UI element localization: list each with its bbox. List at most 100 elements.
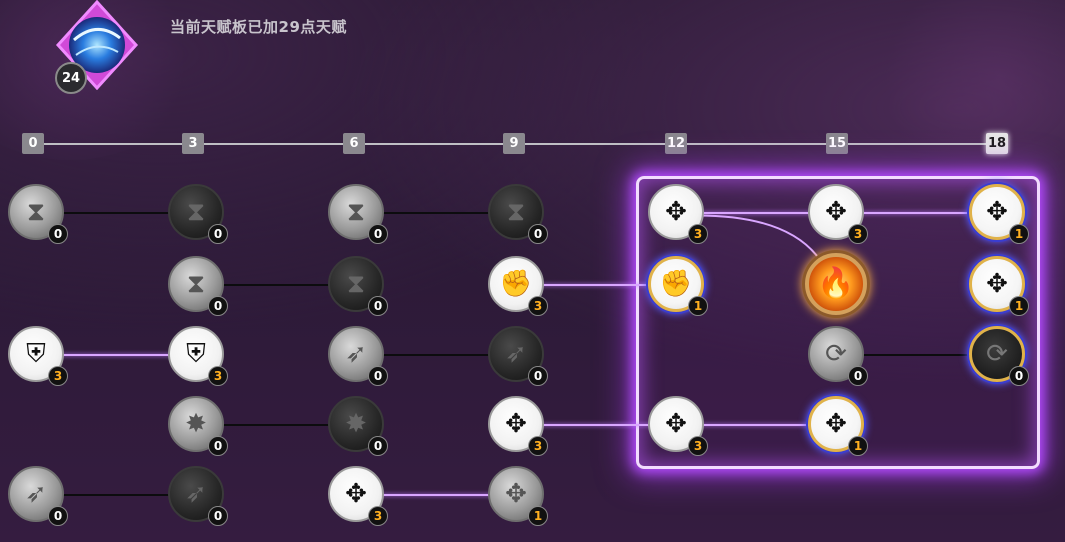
talent-node-r2c6[interactable]: 🔥	[805, 253, 867, 315]
node-points-badge: 3	[368, 506, 388, 526]
talent-node-r3c1[interactable]: ⛨3	[8, 326, 68, 386]
node-points-badge: 0	[208, 224, 228, 244]
node-points-badge: 3	[688, 436, 708, 456]
connector-active	[516, 284, 676, 286]
tick-0: 0	[22, 133, 44, 154]
talent-node-r2c4[interactable]: ✊3	[488, 256, 548, 316]
swirl-figure-icon: ✥	[986, 197, 1008, 227]
node-points-badge: 0	[208, 296, 228, 316]
talent-node-r1c5[interactable]: ✥3	[648, 184, 708, 244]
node-points-badge: 1	[1009, 296, 1029, 316]
background-swirl	[880, 0, 1065, 190]
swirl-figure-icon: ✥	[345, 479, 367, 509]
boot-icon: ➶	[25, 479, 47, 509]
talent-node-r1c7[interactable]: ✥1	[969, 184, 1029, 244]
tick-15: 15	[826, 133, 848, 154]
boot-icon: ➶	[185, 479, 207, 509]
node-points-badge: 0	[528, 224, 548, 244]
talent-node-r2c3[interactable]: ⧗0	[328, 256, 388, 316]
boot-icon: ➶	[345, 339, 367, 369]
node-points-badge: 0	[368, 296, 388, 316]
node-points-badge: 0	[48, 506, 68, 526]
node-points-badge: 1	[848, 436, 868, 456]
talent-node-r5c3[interactable]: ✥3	[328, 466, 388, 526]
node-points-badge: 1	[688, 296, 708, 316]
cycle-icon: ⟳	[825, 339, 847, 369]
fist-icon: ✊	[659, 269, 693, 299]
connector-active	[36, 354, 196, 356]
swirl-figure-icon: ✥	[665, 409, 687, 439]
shield-icon: ⛨	[26, 339, 46, 369]
connector	[356, 354, 516, 356]
hourglass-icon: ⧗	[346, 269, 366, 299]
hourglass-icon: ⧗	[186, 269, 206, 299]
node-points-badge: 0	[208, 506, 228, 526]
node-points-badge: 3	[688, 224, 708, 244]
talent-node-r5c1[interactable]: ➶0	[8, 466, 68, 526]
talent-node-r3c6[interactable]: ⟳0	[808, 326, 868, 386]
talent-node-r1c2[interactable]: ⧗0	[168, 184, 228, 244]
cycle-icon: ⟳	[986, 339, 1008, 369]
connector	[36, 494, 196, 496]
burst-icon: ✸	[345, 409, 367, 439]
talent-node-r5c2[interactable]: ➶0	[168, 466, 228, 526]
connector	[196, 424, 356, 426]
fist-icon: ✊	[499, 269, 533, 299]
node-points-badge: 3	[528, 436, 548, 456]
burst-icon: ✸	[185, 409, 207, 439]
tick-3: 3	[182, 133, 204, 154]
swirl-figure-icon: ✥	[825, 197, 847, 227]
tick-6: 6	[343, 133, 365, 154]
talent-node-r4c6[interactable]: ✥1	[808, 396, 868, 456]
talent-node-r4c2[interactable]: ✸0	[168, 396, 228, 456]
boot-icon: ➶	[505, 339, 527, 369]
hourglass-icon: ⧗	[506, 197, 526, 227]
node-ring	[328, 184, 384, 240]
talent-node-r1c1[interactable]: ⧗0	[8, 184, 68, 244]
node-points-badge: 3	[208, 366, 228, 386]
swirl-figure-icon: ✥	[986, 269, 1008, 299]
talent-node-r2c7[interactable]: ✥1	[969, 256, 1029, 316]
connector-active	[356, 494, 516, 496]
talent-node-r3c2[interactable]: ⛨3	[168, 326, 228, 386]
swirl-figure-icon: ✥	[825, 409, 847, 439]
level-badge: 24	[55, 62, 87, 94]
tick-18: 18	[986, 133, 1008, 154]
node-ring	[805, 253, 867, 315]
hourglass-icon: ⧗	[26, 197, 46, 227]
talent-summary-text: 当前天赋板已加29点天赋	[170, 18, 347, 36]
node-points-badge: 0	[368, 366, 388, 386]
node-points-badge: 3	[848, 224, 868, 244]
connector	[196, 284, 356, 286]
talent-node-r3c4[interactable]: ➶0	[488, 326, 548, 386]
hourglass-icon: ⧗	[346, 197, 366, 227]
tick-12: 12	[665, 133, 687, 154]
node-points-badge: 0	[848, 366, 868, 386]
talent-node-r3c3[interactable]: ➶0	[328, 326, 388, 386]
swirl-figure-icon: ✥	[505, 479, 527, 509]
node-ring	[808, 396, 864, 452]
connector	[356, 212, 516, 214]
talent-node-r1c6[interactable]: ✥3	[808, 184, 868, 244]
talent-node-r4c4[interactable]: ✥3	[488, 396, 548, 456]
talent-node-r3c7[interactable]: ⟳0	[969, 326, 1029, 386]
node-points-badge: 1	[1009, 224, 1029, 244]
node-points-badge: 1	[528, 506, 548, 526]
node-ring	[808, 326, 864, 382]
talent-node-r1c4[interactable]: ⧗0	[488, 184, 548, 244]
talent-node-r5c4[interactable]: ✥1	[488, 466, 548, 526]
node-points-badge: 0	[368, 224, 388, 244]
node-points-badge: 0	[368, 436, 388, 456]
talent-node-r2c5[interactable]: ✊1	[648, 256, 708, 316]
talent-node-r4c5[interactable]: ✥3	[648, 396, 708, 456]
node-ring	[488, 326, 544, 382]
connector	[36, 212, 196, 214]
talent-node-r2c2[interactable]: ⧗0	[168, 256, 228, 316]
shield-icon: ⛨	[186, 339, 206, 369]
hourglass-icon: ⧗	[186, 197, 206, 227]
node-ring	[648, 256, 704, 312]
swirl-figure-icon: ✥	[505, 409, 527, 439]
talent-node-r1c3[interactable]: ⧗0	[328, 184, 388, 244]
flame-core-icon: 🔥	[817, 266, 855, 301]
talent-node-r4c3[interactable]: ✸0	[328, 396, 388, 456]
